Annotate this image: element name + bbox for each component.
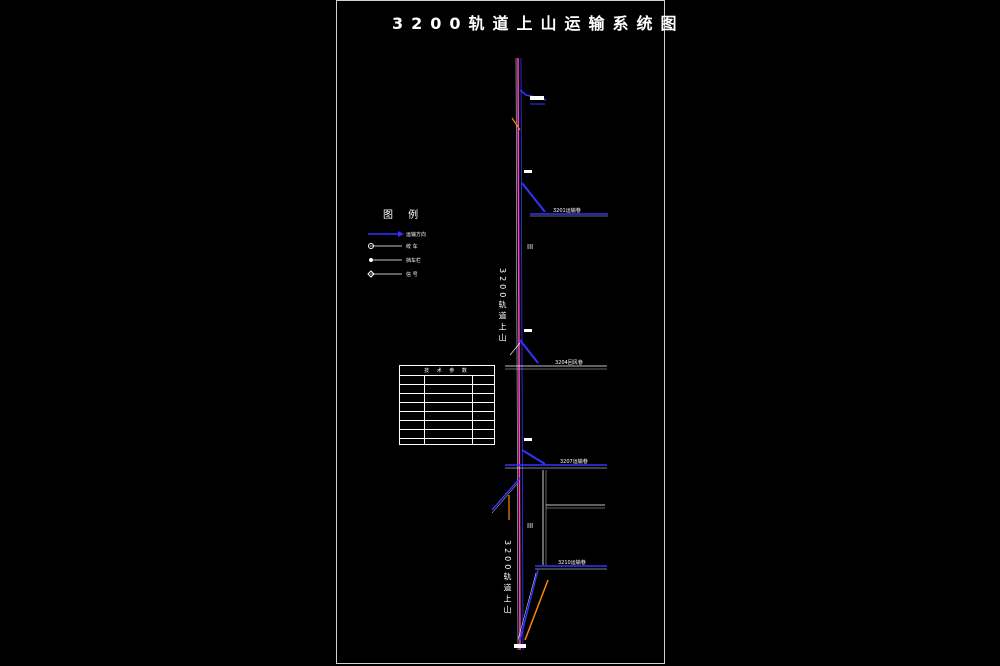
legend-stop-symbol (369, 258, 373, 262)
orange-branch-top (511, 117, 521, 131)
diagram-title: 3200轨道上山运输系统图 (392, 14, 685, 33)
roadway-label-1: 3201运输巷 (553, 207, 581, 214)
side-label-lower: 3200轨道上山 (503, 540, 512, 617)
section-mark-lower: III (527, 522, 533, 530)
bottom-diagonal-blue (519, 569, 539, 641)
roadway-label-4: 3210运输巷 (558, 559, 586, 566)
side-label-upper: 3200轨道上山 (498, 268, 507, 345)
table-row (400, 384, 494, 393)
roadway-label-3: 3207运输巷 (560, 458, 588, 465)
lower-left-branch (491, 477, 521, 511)
legend-title: 图 例 (383, 210, 425, 221)
junction3-branch (521, 449, 546, 465)
table-row (400, 429, 494, 438)
legend-label-stop: 挡车栏 (406, 258, 422, 264)
legend-signal-symbol (367, 270, 375, 278)
table-row (400, 438, 494, 447)
table-row (400, 375, 494, 384)
section-mark-upper: III (527, 243, 533, 251)
junction2-box (524, 329, 532, 332)
junction1-branch (521, 182, 546, 213)
roadway-label-2: 3204回风巷 (555, 360, 583, 366)
bottom-diagonal-orange (524, 579, 549, 641)
junction1-box (524, 170, 532, 173)
table-header: 技 术 参 数 (424, 368, 470, 374)
table-row (400, 411, 494, 420)
lower-left-branch-2 (491, 483, 518, 514)
legend-winch-symbol (368, 243, 374, 249)
legend-label-signal: 信 号 (406, 272, 418, 278)
drawing-frame (336, 0, 665, 664)
legend-arrow-head (398, 231, 404, 237)
top-signal-box (530, 96, 544, 100)
main-track-line (517, 57, 521, 651)
main-track-rail-blue (520, 57, 524, 651)
junction3-box (524, 438, 532, 441)
bottom-diagonal-white (517, 572, 537, 641)
junction2-branch (519, 339, 539, 364)
parameter-table: 技 术 参 数 (399, 365, 495, 445)
bottom-end-box (514, 644, 526, 648)
table-row (400, 402, 494, 411)
main-track-rail-white (515, 57, 519, 651)
table-row (400, 420, 494, 429)
table-divider (424, 375, 425, 444)
legend-label-winch: 绞 车 (406, 244, 418, 250)
junction2-left (509, 342, 521, 356)
legend-label-direction: 运输方向 (406, 232, 427, 238)
table-row (400, 393, 494, 402)
table-divider (472, 375, 473, 444)
